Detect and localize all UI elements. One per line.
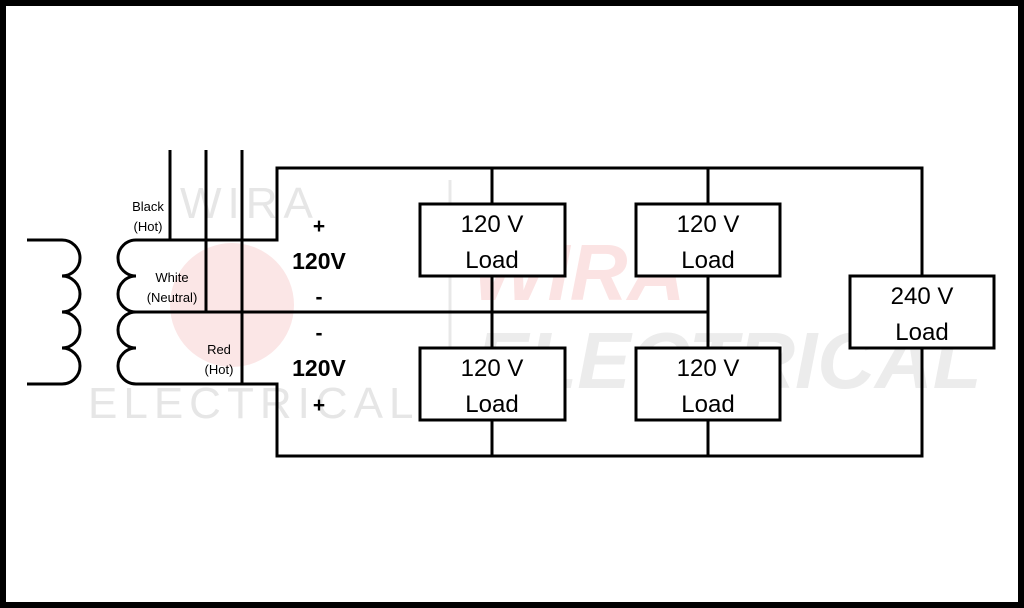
load240-label: Load (895, 319, 948, 346)
load240-rating: 240 V (891, 283, 954, 310)
load1-rating: 120 V (461, 211, 524, 238)
load2-rating: 120 V (677, 211, 740, 238)
upper-plus-sign: + (313, 215, 325, 238)
load2-label: Load (681, 247, 734, 274)
load-box-1 (418, 202, 567, 278)
white-wire-label: White (155, 270, 188, 285)
red-wire-sublabel: (Hot) (205, 362, 234, 377)
lower-voltage: 120V (292, 355, 346, 381)
black-hot-bus (170, 166, 924, 276)
lower-plus-sign: + (313, 394, 325, 417)
upper-minus-sign: - (316, 286, 323, 309)
load1-label: Load (465, 247, 518, 274)
upper-voltage: 120V (292, 248, 346, 274)
watermark-left-bottom: ELECTRICAL (88, 379, 419, 428)
black-wire-label: Black (132, 199, 164, 214)
watermark-logo-icon (170, 243, 294, 367)
load-box-2 (634, 202, 782, 278)
load4-label: Load (681, 391, 734, 418)
primary-coil-icon (27, 238, 82, 386)
load-box-4 (634, 346, 782, 422)
lower-minus-sign: - (316, 322, 323, 345)
secondary-coil-upper-icon (116, 238, 208, 314)
load-box-3 (418, 346, 567, 422)
load4-rating: 120 V (677, 355, 740, 382)
load-box-240 (848, 274, 996, 350)
load3-rating: 120 V (461, 355, 524, 382)
secondary-coil-lower-icon (116, 310, 242, 386)
red-wire-label: Red (207, 342, 231, 357)
white-wire-sublabel: (Neutral) (147, 290, 198, 305)
load3-label: Load (465, 391, 518, 418)
black-wire-sublabel: (Hot) (134, 219, 163, 234)
watermark-left-top: WIRA (180, 179, 319, 228)
red-hot-bus (242, 348, 924, 458)
